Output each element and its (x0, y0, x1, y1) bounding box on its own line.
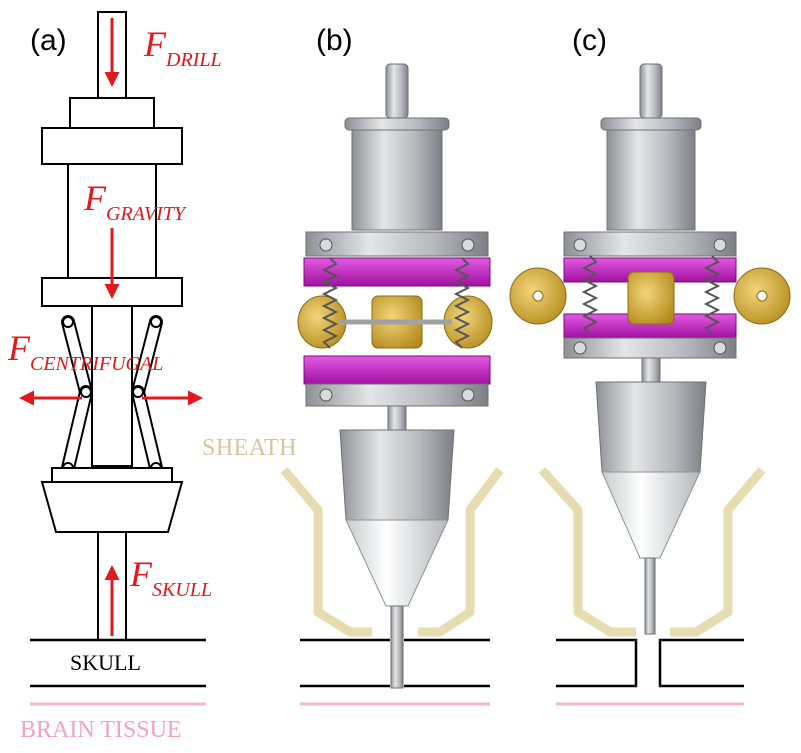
motor-housing (351, 129, 443, 231)
center-hub (91, 305, 133, 467)
skull-force-subscript: SKULL (152, 579, 213, 601)
top-plate (563, 231, 737, 257)
panel-label-a: (a) (30, 24, 67, 57)
bottom-plate (563, 337, 737, 359)
gravity-force-symbol: F (84, 178, 106, 218)
upper-flange (41, 127, 183, 165)
sheath-right-wall (670, 467, 766, 637)
drill-bit (644, 557, 656, 635)
sheath-label: SHEATH (202, 435, 298, 461)
sheath-left-wall (280, 467, 372, 637)
top-shaft (639, 63, 663, 119)
panel-a-skull-lines (30, 638, 206, 688)
panel-c-skull-lines (556, 638, 744, 688)
gravity-force-subscript: GRAVITY (106, 203, 186, 225)
drill-cone (345, 519, 449, 607)
bolts (319, 238, 475, 402)
mid-shaft (387, 405, 407, 431)
drill-cone (601, 471, 701, 559)
body-walls (67, 164, 157, 278)
linkage-arms (61, 315, 163, 475)
skull-label: SKULL (70, 650, 141, 675)
drill-force-symbol: F (144, 24, 166, 64)
sheath-left-wall (538, 466, 636, 637)
centrifugal-force-subscript: CENTRIFUGAL (30, 353, 164, 375)
drill-body (339, 429, 455, 521)
drill-force-subscript: DRILL (166, 49, 222, 71)
top-plate (305, 231, 489, 257)
panel-b-skull-lines (300, 638, 490, 688)
centrifugal-force-symbol: F (8, 328, 30, 368)
top-shaft (385, 63, 409, 119)
bottom-plate (305, 383, 489, 407)
top-collar (69, 97, 155, 129)
bottom-collar (51, 467, 173, 483)
left-weight (297, 295, 347, 349)
housing-cap (344, 117, 450, 131)
drill-bit (390, 605, 404, 689)
skull-force-symbol: F (130, 554, 152, 594)
force-arrows (19, 18, 203, 636)
gravity-force-label: FGRAVITY (84, 178, 185, 224)
center-gear (627, 271, 675, 325)
springs (581, 255, 721, 335)
brain-tissue-label: BRAIN TISSUE (20, 717, 182, 743)
panel-label-c: (c) (572, 24, 607, 57)
skull-force-label: FSKULL (130, 554, 212, 600)
centrifugal-force-label: FCENTRIFUGAL (8, 328, 163, 374)
sheath-right-wall (418, 467, 504, 637)
springs (321, 257, 471, 349)
panel-c-device (509, 63, 791, 637)
mid-shaft (641, 357, 661, 383)
drill-body (595, 381, 707, 473)
bolts (573, 238, 727, 355)
panel-label-b: (b) (316, 24, 353, 57)
panel-a-drawing (40, 11, 184, 641)
drill-force-label: FDRILL (144, 24, 222, 70)
bottom-housing (40, 481, 184, 533)
housing-cap (600, 117, 702, 131)
motor-housing (606, 129, 696, 231)
panel-b-device (280, 63, 504, 689)
lower-magenta-ring (303, 355, 491, 385)
